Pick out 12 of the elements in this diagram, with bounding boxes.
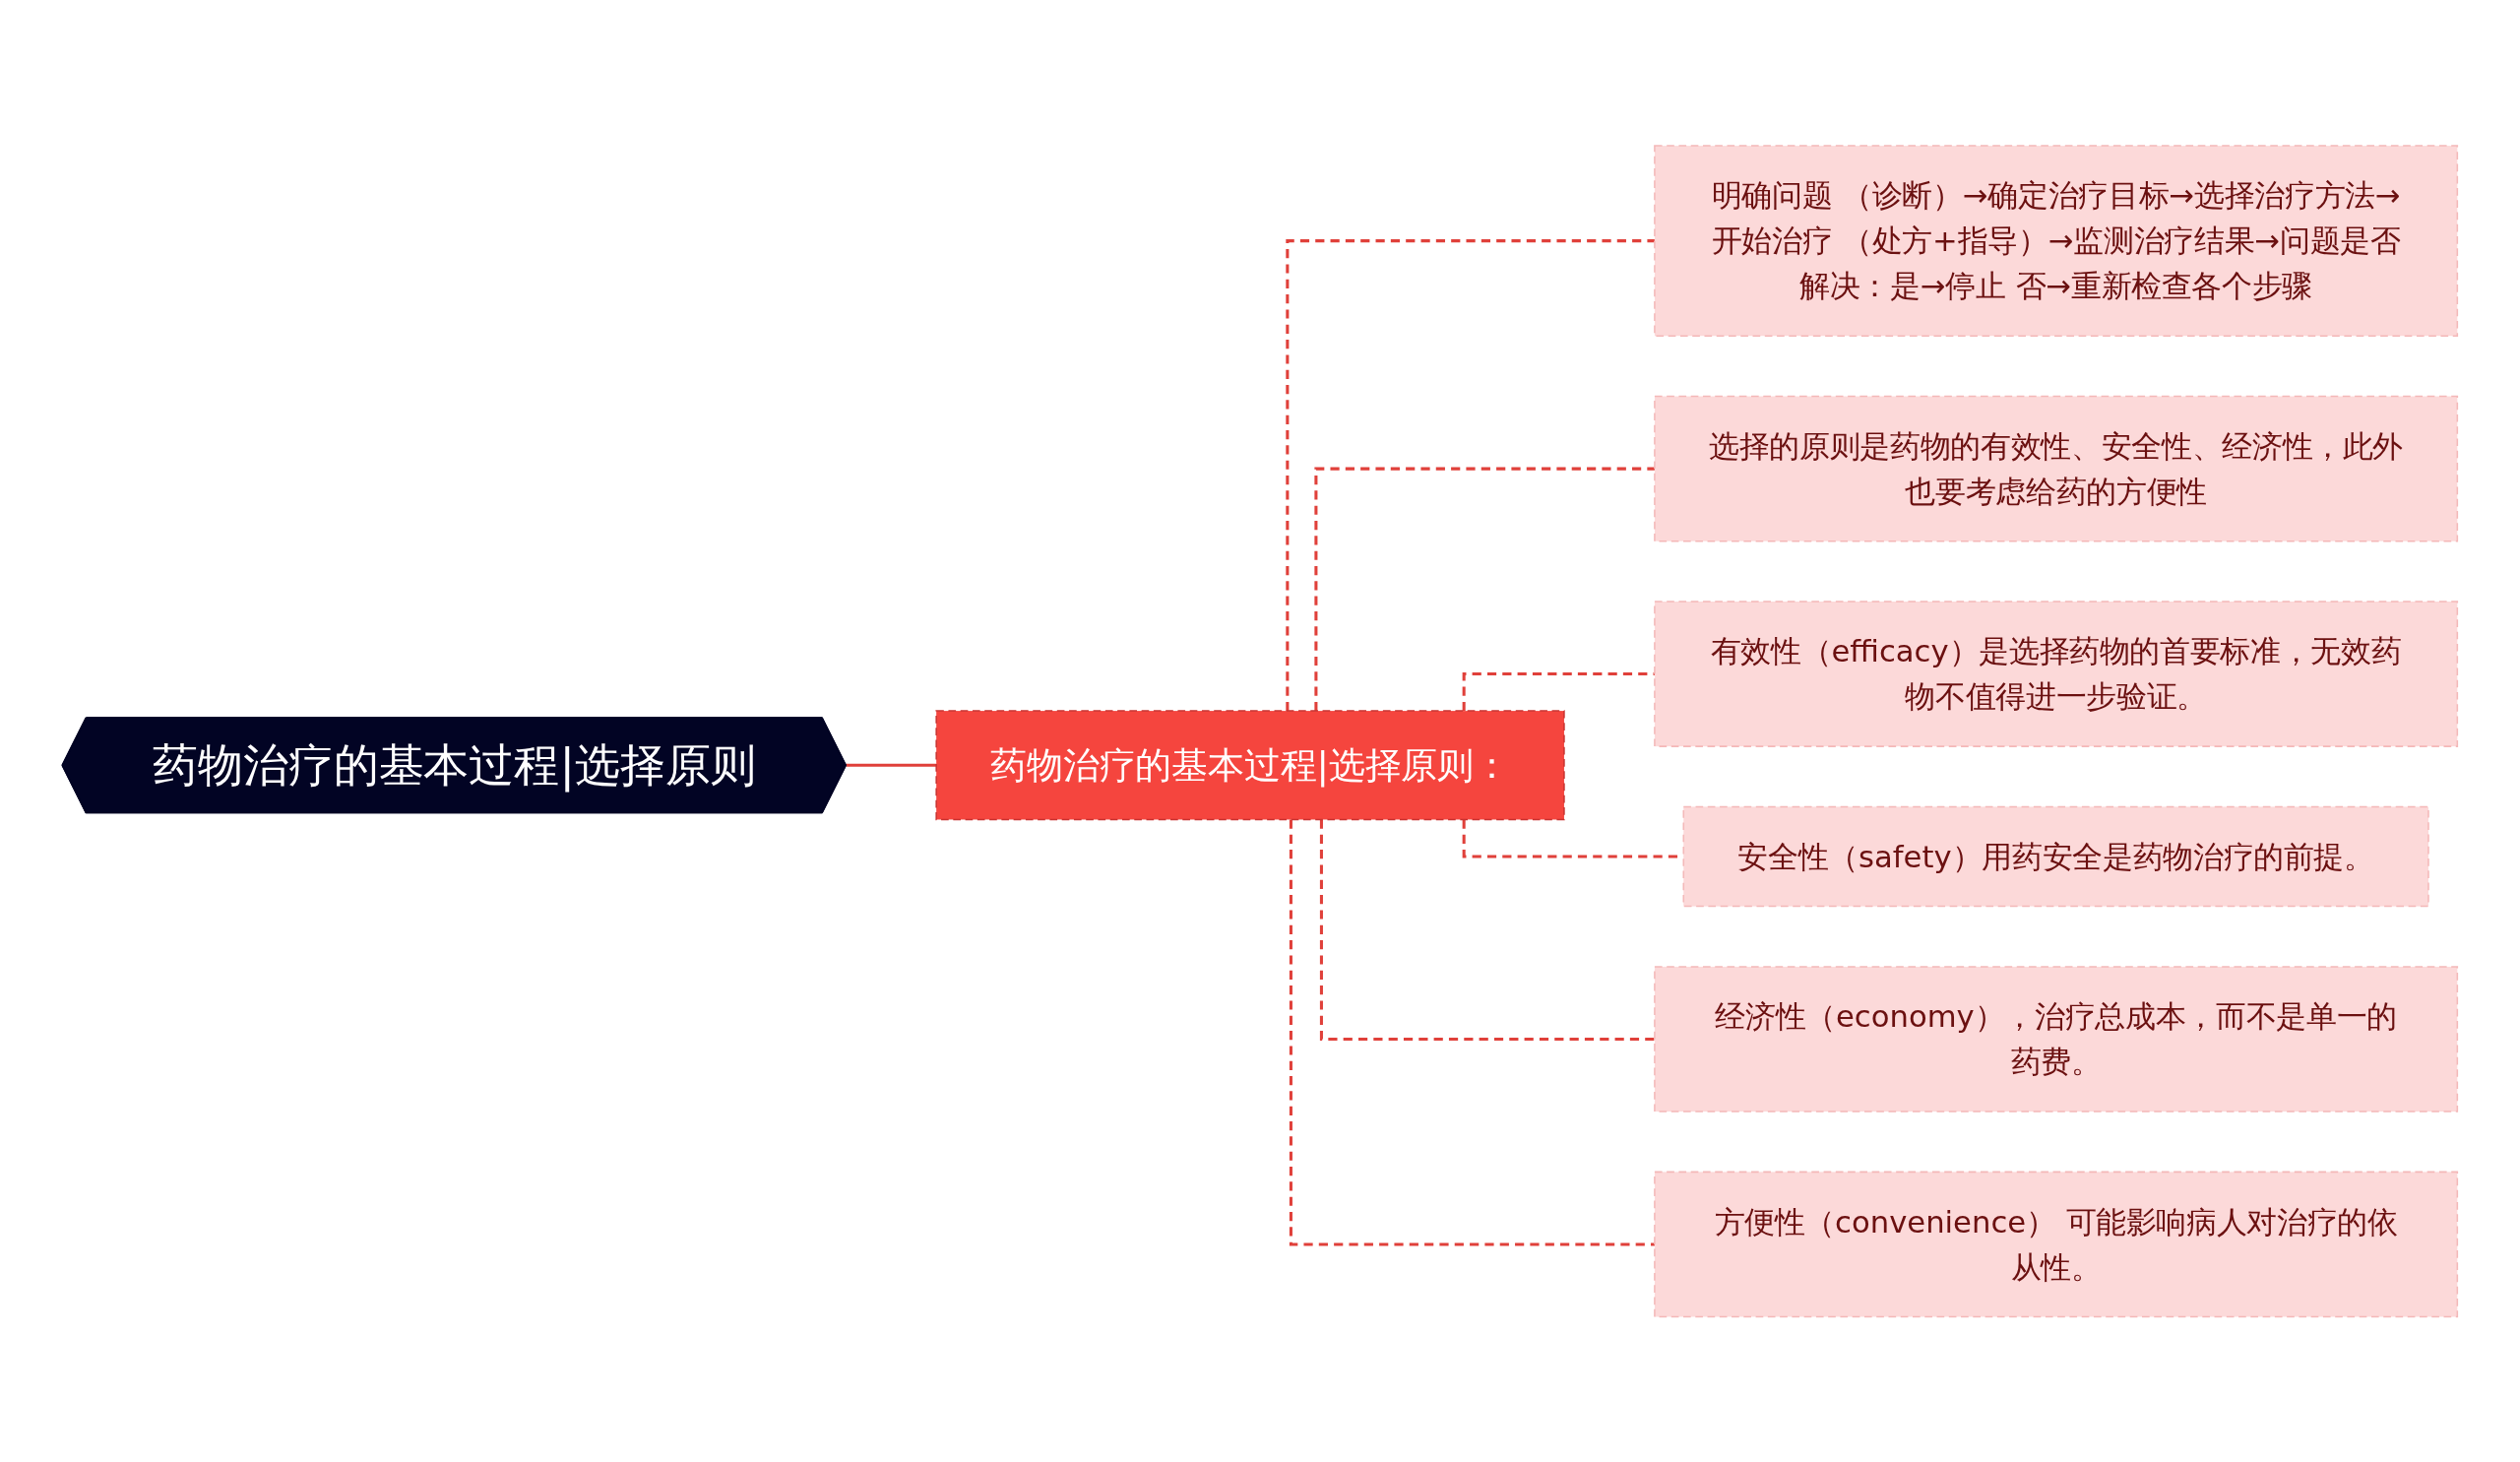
node-box: 方便性（convenience） 可能影响病人对治疗的依从性。 <box>1654 1171 2459 1317</box>
node-box: 经济性（economy），治疗总成本，而不是单一的药费。 <box>1654 965 2459 1112</box>
node-box: 选择的原则是药物的有效性、安全性、经济性，此外也要考虑给药的方便性 <box>1654 395 2459 542</box>
node-box: 明确问题 （诊断）→确定治疗目标→选择治疗方法→开始治疗 （处方+指导）→监测治疗结果→问题是否解决：是→停止 否→重新检查各个步骤 <box>1654 145 2459 337</box>
connector <box>845 763 937 768</box>
connector <box>1290 819 1656 1246</box>
connector <box>1320 819 1656 1041</box>
connector <box>1286 238 1656 711</box>
connector <box>1314 467 1656 711</box>
node-box: 安全性（safety）用药安全是药物治疗的前提。 <box>1682 805 2429 908</box>
node-box: 药物治疗的基本过程|选择原则： <box>935 710 1565 820</box>
node-box: 有效性（efficacy）是选择药物的首要标准，无效药物不值得进一步验证。 <box>1654 600 2459 747</box>
